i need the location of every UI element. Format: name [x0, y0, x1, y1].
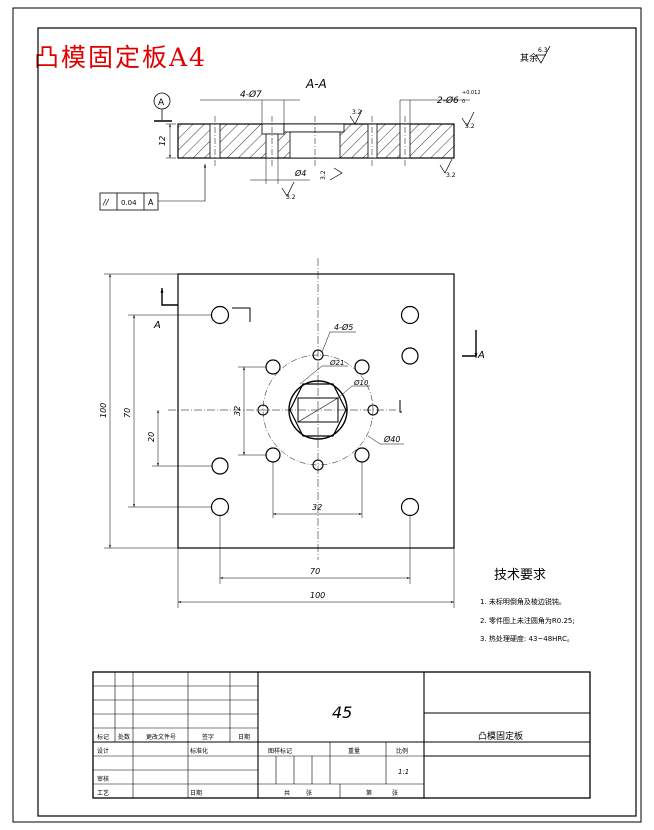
svg-text:第: 第	[366, 789, 372, 797]
tech-requirements: 技术要求 1. 未标明倒角及棱边锐钝。 2. 零件图上未注圆角为R0.25; 3…	[480, 568, 575, 643]
dim-small-hole: Ø4	[250, 158, 310, 184]
svg-text:A: A	[153, 320, 161, 331]
svg-text:比例: 比例	[396, 747, 408, 755]
svg-text:2. 零件图上未注圆角为R0.25;: 2. 零件图上未注圆角为R0.25;	[480, 616, 575, 625]
inner-border	[37, 27, 637, 817]
svg-text:1:1: 1:1	[398, 768, 409, 776]
svg-text:3.2: 3.2	[352, 109, 362, 116]
roughness-rest: 其余 6.3	[520, 45, 551, 64]
svg-text:4-Ø5: 4-Ø5	[334, 322, 353, 332]
material: 45	[332, 703, 352, 722]
svg-text:工艺: 工艺	[97, 789, 109, 797]
svg-text:技术要求: 技术要求	[494, 568, 546, 583]
title-block-text: 45 凸模固定板 标记 处数 更改文件号 签字 日期 设计 标准化 图样标记 重…	[97, 703, 523, 797]
dim-thickness: 12	[158, 123, 176, 159]
svg-text:Ø21: Ø21	[329, 359, 344, 367]
svg-text:4-Ø7: 4-Ø7	[240, 89, 262, 100]
svg-text:其余: 其余	[520, 52, 538, 64]
plan-view: A A	[153, 258, 485, 560]
plan-dimensions: 100 70 32 100 70 20 32 4-Ø5 Ø21	[99, 273, 455, 608]
svg-text:0.04: 0.04	[121, 199, 137, 207]
svg-text:更改文件号: 更改文件号	[146, 733, 176, 741]
svg-text:100: 100	[310, 591, 325, 600]
svg-text:图样标记: 图样标记	[268, 747, 292, 755]
section-label: A-A	[305, 77, 327, 91]
svg-text:+0.012: +0.012	[462, 90, 481, 96]
svg-text:3. 热处理硬度: 43~48HRC。: 3. 热处理硬度: 43~48HRC。	[480, 634, 574, 643]
svg-text:重量: 重量	[348, 747, 360, 755]
svg-text:32: 32	[312, 503, 322, 512]
svg-text:3.2: 3.2	[446, 172, 456, 179]
svg-text:日期: 日期	[190, 789, 202, 797]
part-name: 凸模固定板	[478, 730, 523, 742]
svg-text:3.2: 3.2	[465, 123, 475, 130]
svg-text:70: 70	[123, 408, 132, 418]
svg-text:A: A	[477, 350, 485, 361]
title-block	[92, 671, 591, 799]
svg-text:100: 100	[99, 403, 108, 418]
svg-text:张: 张	[306, 789, 312, 797]
svg-text:6.3: 6.3	[538, 47, 548, 54]
svg-text:张: 张	[392, 789, 398, 797]
svg-text:设计: 设计	[97, 747, 109, 755]
svg-text:2-Ø6: 2-Ø6	[437, 95, 459, 106]
svg-text:0: 0	[462, 99, 465, 105]
svg-text:12: 12	[158, 136, 167, 146]
svg-text:32: 32	[233, 406, 242, 416]
svg-text:Ø10: Ø10	[353, 379, 369, 387]
svg-text:Ø40: Ø40	[383, 434, 400, 444]
svg-text:1. 未标明倒角及棱边锐钝。: 1. 未标明倒角及棱边锐钝。	[480, 597, 566, 606]
svg-text:A: A	[148, 198, 154, 207]
svg-text:签字: 签字	[202, 733, 214, 741]
svg-text:审核: 审核	[97, 775, 109, 783]
section-view	[177, 116, 455, 166]
sheet-title: 凸模固定板A4	[34, 43, 207, 72]
svg-text:处数: 处数	[118, 733, 130, 741]
svg-text:标准化: 标准化	[190, 747, 208, 755]
svg-text:日期: 日期	[238, 733, 250, 741]
dim-pins-top: 2-Ø6 +0.012 0	[399, 90, 481, 124]
datum-symbol: A	[153, 92, 172, 122]
svg-text:3.2: 3.2	[286, 194, 296, 201]
svg-text:共: 共	[284, 789, 290, 797]
roughness-marks: 3.2 3.2 3.2 3.2 3.2	[281, 109, 475, 201]
svg-text:20: 20	[147, 432, 156, 442]
svg-text:Ø4: Ø4	[294, 168, 306, 178]
outer-border	[12, 7, 642, 823]
svg-text:标记: 标记	[97, 733, 109, 741]
svg-text:70: 70	[310, 567, 320, 576]
dim-holes-top: 4-Ø7	[200, 89, 300, 124]
svg-text:3.2: 3.2	[320, 170, 327, 180]
svg-text:A: A	[158, 98, 165, 108]
tolerance-frame: // 0.04 A	[99, 164, 207, 211]
svg-text://: //	[102, 198, 110, 207]
